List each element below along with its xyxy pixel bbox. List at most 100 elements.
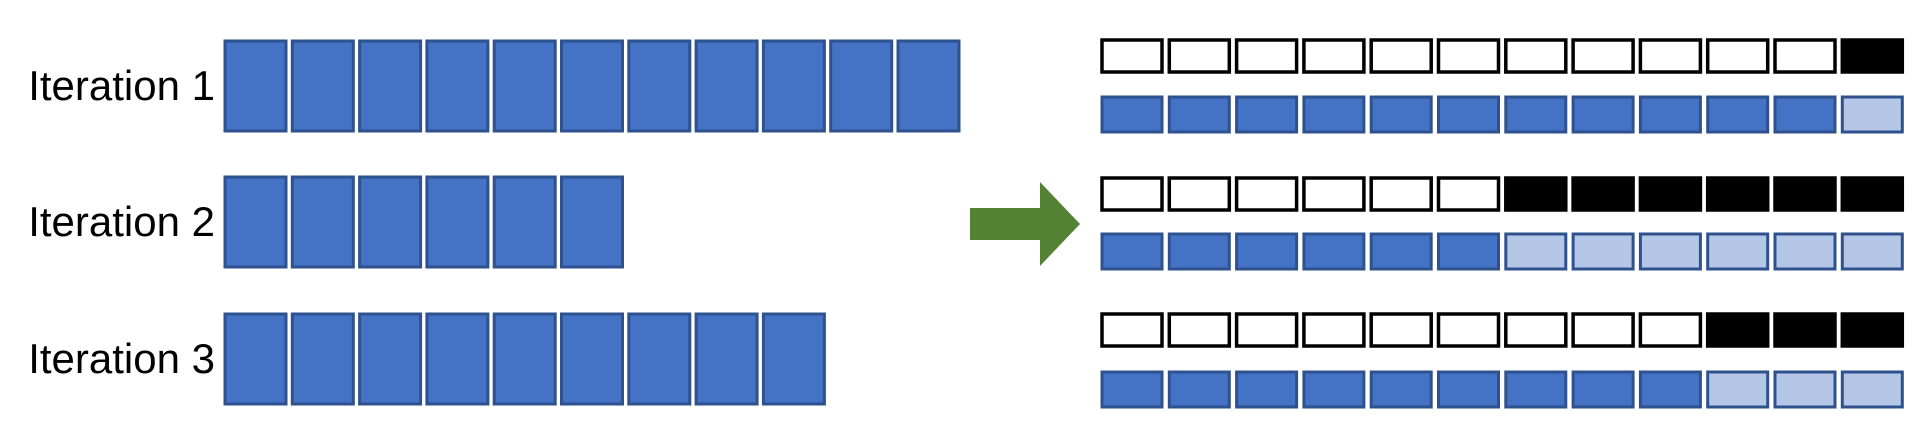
mask-cell-valid — [1705, 38, 1770, 74]
padded-sequence-block — [1167, 232, 1231, 271]
mask-cell-valid — [1436, 312, 1501, 348]
mask-cell-padded — [1638, 176, 1703, 212]
padded-sequence-block — [1571, 370, 1635, 409]
sequence-block — [223, 39, 288, 133]
mask-cell-padded — [1504, 176, 1568, 212]
padding-block — [1706, 370, 1770, 409]
padding-block — [1840, 232, 1904, 271]
padding-block — [1840, 95, 1904, 134]
sequence-block — [694, 39, 759, 133]
right-arrow-icon — [970, 182, 1080, 266]
sequence-block — [492, 175, 557, 269]
mask-cell-padded — [1840, 312, 1905, 348]
mask-cell-padded — [1773, 176, 1837, 212]
sequence-block — [425, 312, 490, 406]
mask-cell-valid — [1504, 312, 1568, 348]
sequence-block — [896, 39, 961, 133]
sequence-block — [223, 175, 288, 269]
sequence-block — [492, 39, 557, 133]
padded-sequence-block — [1235, 232, 1299, 271]
mask-cell-padded — [1571, 176, 1635, 212]
padded-sequence-block — [1302, 95, 1366, 134]
padded-sequence-block — [1369, 95, 1433, 134]
mask-cell-valid — [1302, 176, 1366, 212]
padded-sequence-block — [1706, 95, 1770, 134]
raw-batches: Iteration 1 Iteration 2 Iteration 3 — [28, 39, 961, 406]
mask-cell-padded — [1705, 176, 1770, 212]
mask-cell-valid — [1638, 312, 1703, 348]
sequence-block — [694, 312, 759, 406]
padded-sequence-block — [1302, 232, 1366, 271]
padded-sequence-block — [1369, 232, 1433, 271]
padded-sequence-block — [1235, 370, 1299, 409]
padded-sequence-block — [1100, 232, 1164, 271]
padding-block — [1706, 232, 1770, 271]
mask-cell-valid — [1167, 38, 1232, 74]
padded-sequence-block — [1100, 95, 1164, 134]
padded-sequence-block — [1167, 95, 1231, 134]
sequence-block — [358, 39, 423, 133]
padded-batches-with-masks — [1100, 38, 1905, 409]
padded-sequence-block — [1638, 370, 1702, 409]
sequence-block — [358, 175, 423, 269]
padded-sequence-block — [1437, 370, 1500, 409]
iteration-label: Iteration 2 — [28, 198, 215, 245]
sequence-block — [627, 312, 692, 406]
mask-cell-valid — [1773, 38, 1837, 74]
sequence-block — [761, 39, 826, 133]
padded-sequence-block — [1100, 370, 1164, 409]
sequence-block — [829, 39, 894, 133]
mask-cell-padded — [1705, 312, 1770, 348]
mask-cell-valid — [1638, 38, 1703, 74]
sequence-block — [560, 39, 624, 133]
mask-cell-padded — [1840, 38, 1905, 74]
mask-cell-padded — [1840, 176, 1905, 212]
sequence-block — [560, 175, 624, 269]
padded-sequence-block — [1235, 95, 1299, 134]
padding-block — [1840, 370, 1904, 409]
mask-cell-valid — [1100, 312, 1164, 348]
padded-sequence-block — [1504, 370, 1568, 409]
iteration-label: Iteration 3 — [28, 335, 215, 382]
mask-cell-valid — [1234, 38, 1299, 74]
sequence-block — [358, 312, 423, 406]
padded-sequence-block — [1773, 95, 1837, 134]
padding-block — [1773, 370, 1837, 409]
mask-cell-valid — [1167, 312, 1232, 348]
mask-cell-valid — [1369, 176, 1433, 212]
iteration-label: Iteration 1 — [28, 62, 215, 109]
padded-sequence-block — [1302, 370, 1366, 409]
padded-sequence-block — [1504, 95, 1568, 134]
mask-cell-valid — [1436, 176, 1501, 212]
mask-cell-valid — [1167, 176, 1232, 212]
mask-cell-valid — [1571, 38, 1635, 74]
padding-block — [1571, 232, 1635, 271]
mask-cell-valid — [1234, 312, 1299, 348]
padded-sequence-block — [1437, 95, 1500, 134]
sequence-block — [560, 312, 624, 406]
padded-sequence-block — [1437, 232, 1500, 271]
mask-cell-valid — [1302, 38, 1366, 74]
mask-cell-valid — [1369, 38, 1433, 74]
sequence-block — [290, 175, 355, 269]
mask-cell-valid — [1436, 38, 1501, 74]
sequence-block — [492, 312, 557, 406]
mask-cell-valid — [1100, 176, 1164, 212]
mask-cell-valid — [1504, 38, 1568, 74]
padded-sequence-block — [1571, 95, 1635, 134]
sequence-block — [290, 39, 355, 133]
sequence-block — [425, 175, 490, 269]
sequence-block — [425, 39, 490, 133]
padded-sequence-block — [1638, 95, 1702, 134]
mask-cell-valid — [1234, 176, 1299, 212]
mask-cell-padded — [1773, 312, 1837, 348]
sequence-block — [290, 312, 355, 406]
padded-sequence-block — [1167, 370, 1231, 409]
padding-block — [1638, 232, 1702, 271]
mask-cell-valid — [1369, 312, 1433, 348]
padding-block — [1773, 232, 1837, 271]
sequence-block — [223, 312, 288, 406]
mask-cell-valid — [1571, 312, 1635, 348]
sequence-block — [627, 39, 692, 133]
